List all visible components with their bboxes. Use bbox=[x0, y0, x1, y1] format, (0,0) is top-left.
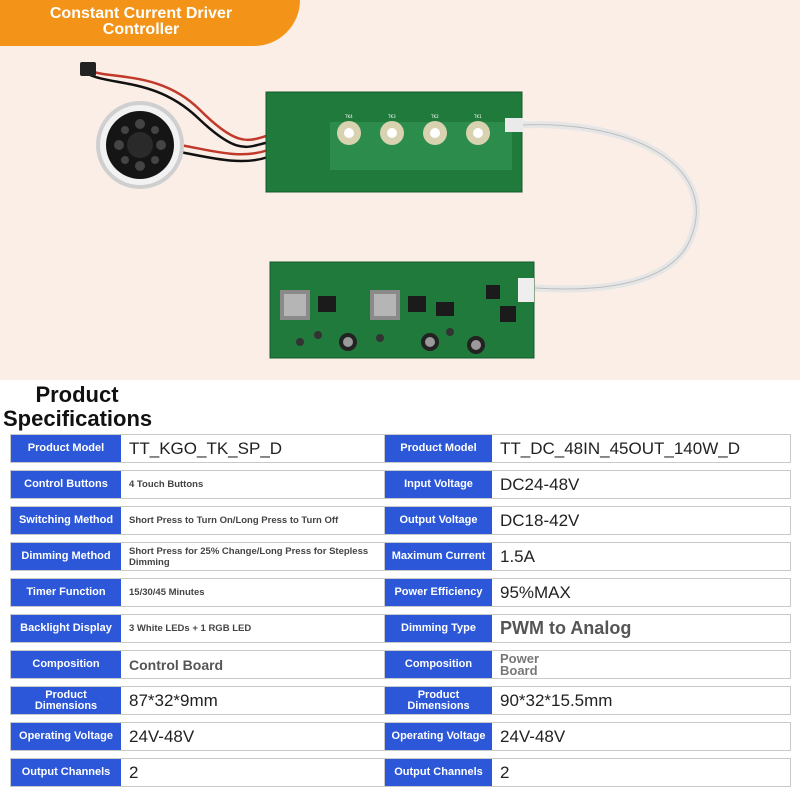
spec-value: Short Press to Turn On/Long Press to Tur… bbox=[129, 515, 339, 526]
spec-value: 2 bbox=[500, 762, 510, 782]
spec-row-product-dimensions: Product Dimensions 90*32*15.5mm bbox=[384, 686, 791, 715]
button-tk4-label: TK4 bbox=[344, 114, 353, 119]
speaker-wire-black bbox=[87, 72, 271, 149]
spec-value: TT_DC_48IN_45OUT_140W_D bbox=[500, 438, 740, 458]
spec-label: Control Buttons bbox=[11, 471, 121, 498]
spec-value: 2 bbox=[129, 762, 139, 782]
specifications-heading-line-2: Specifications bbox=[3, 406, 153, 431]
spec-row-composition: Composition Control Board bbox=[10, 650, 390, 679]
spec-label: Product Model bbox=[385, 435, 492, 462]
spec-value: Short Press for 25% Change/Long Press fo… bbox=[129, 545, 369, 568]
spec-row-maximum-current: Maximum Current 1.5A bbox=[384, 542, 791, 571]
spec-row-output-channels: Output Channels 2 bbox=[384, 758, 791, 787]
spec-label: Product Dimensions bbox=[385, 687, 492, 714]
spec-row-timer-function: Timer Function 15/30/45 Minutes bbox=[10, 578, 390, 607]
spec-label: Dimming Type bbox=[385, 615, 492, 642]
spec-label: Power Efficiency bbox=[385, 579, 492, 606]
title-banner: Constant Current Driver Controller bbox=[0, 0, 300, 46]
product-photo: TK4 TK3 TK2 TK1 bbox=[0, 0, 800, 380]
spec-value: PWM to Analog bbox=[500, 618, 632, 638]
spec-label: Backlight Display bbox=[11, 615, 121, 642]
spec-value: Control Board bbox=[129, 656, 224, 673]
spec-row-dimming-type: Dimming Type PWM to Analog bbox=[384, 614, 791, 643]
spec-row-output-channels: Output Channels 2 bbox=[10, 758, 390, 787]
control-board-specs: Product Model TT_KGO_TK_SP_D Control But… bbox=[10, 434, 390, 794]
spec-label: Operating Voltage bbox=[385, 723, 492, 750]
spec-value: 1.5A bbox=[500, 546, 535, 566]
spec-value: 87*32*9mm bbox=[129, 690, 218, 710]
spec-label: Output Channels bbox=[11, 759, 121, 786]
spec-label: Composition bbox=[11, 651, 121, 678]
speaker bbox=[96, 101, 184, 189]
spec-row-switching-method: Switching Method Short Press to Turn On/… bbox=[10, 506, 390, 535]
banner-title-line-1: Constant Current Driver bbox=[49, 5, 233, 22]
spec-value: 24V-48V bbox=[129, 726, 195, 746]
spec-label: Product Dimensions bbox=[11, 687, 121, 714]
spec-row-power-efficiency: Power Efficiency 95%MAX bbox=[384, 578, 791, 607]
spec-label: Output Channels bbox=[385, 759, 492, 786]
spec-value: DC24-48V bbox=[500, 474, 580, 494]
power-board-specs: Product Model TT_DC_48IN_45OUT_140W_D In… bbox=[384, 434, 791, 794]
spec-row-control-buttons: Control Buttons 4 Touch Buttons bbox=[10, 470, 390, 499]
spec-value: 95%MAX bbox=[500, 582, 571, 602]
wire-connector bbox=[80, 62, 96, 76]
spec-value: 3 White LEDs + 1 RGB LED bbox=[129, 623, 252, 634]
spec-row-operating-voltage: Operating Voltage 24V-48V bbox=[384, 722, 791, 751]
specifications-heading: Product Specifications bbox=[3, 383, 203, 431]
spec-value: TT_KGO_TK_SP_D bbox=[129, 438, 283, 458]
button-tk2-label: TK2 bbox=[430, 114, 439, 119]
spec-value: 90*32*15.5mm bbox=[500, 690, 613, 710]
spec-label: Dimming Method bbox=[11, 543, 121, 570]
control-board bbox=[265, 91, 523, 193]
spec-row-product-model: Product Model TT_KGO_TK_SP_D bbox=[10, 434, 390, 463]
spec-row-product-dimensions: Product Dimensions 87*32*9mm bbox=[10, 686, 390, 715]
spec-row-output-voltage: Output Voltage DC18-42V bbox=[384, 506, 791, 535]
spec-value: 24V-48V bbox=[500, 726, 566, 746]
spec-label: Product Model bbox=[11, 435, 121, 462]
spec-label: Operating Voltage bbox=[11, 723, 121, 750]
banner-title-line-2: Controller bbox=[102, 21, 180, 38]
spec-label: Composition bbox=[385, 651, 492, 678]
spec-label: Timer Function bbox=[11, 579, 121, 606]
speaker-wire-red bbox=[87, 68, 271, 142]
spec-row-composition: Composition Power Board bbox=[384, 650, 791, 679]
spec-value: 4 Touch Buttons bbox=[129, 479, 204, 490]
spec-row-dimming-method: Dimming Method Short Press for 25% Chang… bbox=[10, 542, 390, 571]
spec-value: 15/30/45 Minutes bbox=[129, 587, 205, 598]
power-board bbox=[269, 261, 535, 359]
spec-row-input-voltage: Input Voltage DC24-48V bbox=[384, 470, 791, 499]
spec-value: DC18-42V bbox=[500, 510, 580, 530]
product-illustration: TK4 TK3 TK2 TK1 bbox=[80, 62, 700, 359]
spec-row-product-model: Product Model TT_DC_48IN_45OUT_140W_D bbox=[384, 434, 791, 463]
button-tk1-label: TK1 bbox=[473, 114, 482, 119]
spec-label: Switching Method bbox=[11, 507, 121, 534]
spec-row-backlight-display: Backlight Display 3 White LEDs + 1 RGB L… bbox=[10, 614, 390, 643]
specifications-heading-line-1: Product bbox=[35, 382, 119, 407]
button-tk3-label: TK3 bbox=[387, 114, 396, 119]
spec-row-operating-voltage: Operating Voltage 24V-48V bbox=[10, 722, 390, 751]
spec-label: Maximum Current bbox=[385, 543, 492, 570]
spec-label: Output Voltage bbox=[385, 507, 492, 534]
banner-title: Constant Current Driver Controller bbox=[6, 6, 276, 38]
spec-value: Power Board bbox=[500, 650, 540, 678]
spec-label: Input Voltage bbox=[385, 471, 492, 498]
